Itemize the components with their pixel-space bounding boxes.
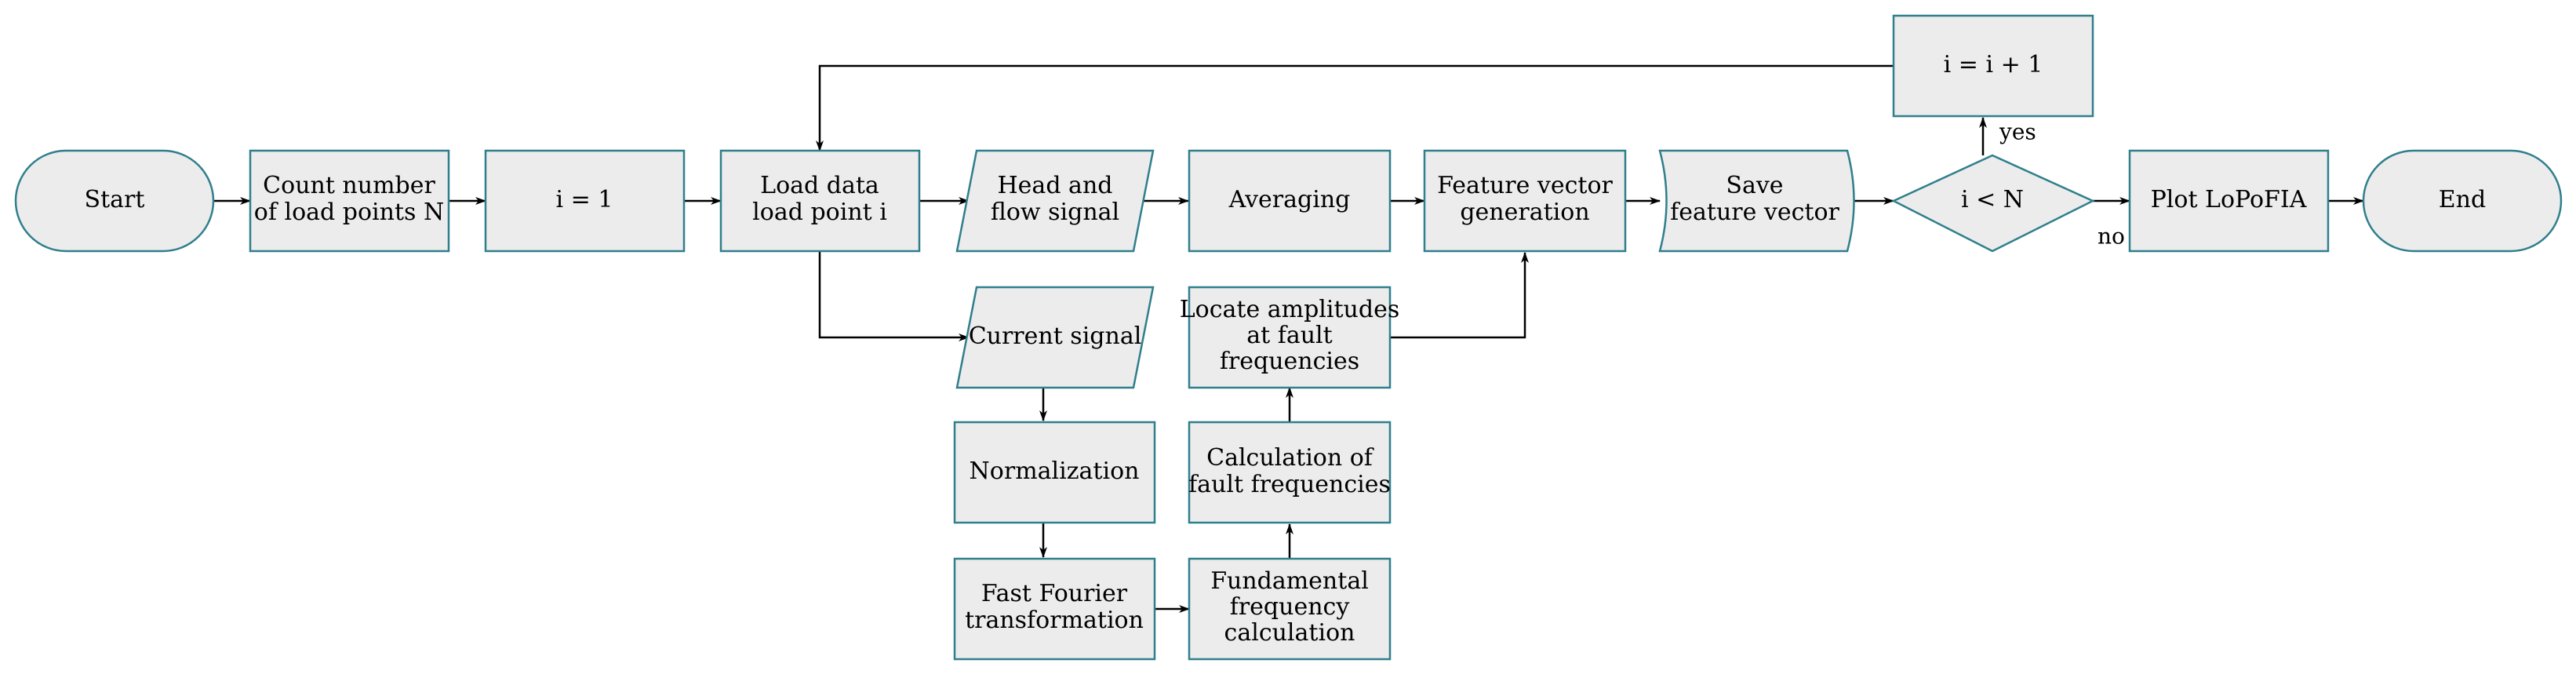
node-increment: i = i + 1 bbox=[1892, 14, 2094, 118]
node-locate-label-line2: at fault bbox=[1246, 322, 1332, 349]
node-calcfault-label-line2: fault frequencies bbox=[1188, 471, 1391, 498]
node-load-label-line1: Load data bbox=[760, 172, 879, 199]
node-decision: i < N bbox=[1891, 154, 2095, 253]
node-headflow-label-line2: flow signal bbox=[991, 199, 1119, 226]
node-end: End bbox=[2362, 149, 2563, 253]
node-plot-label: Plot LoPoFIA bbox=[2151, 186, 2307, 213]
node-calcfault-label-line1: Calculation of bbox=[1206, 444, 1374, 472]
node-init: i = 1 bbox=[484, 149, 686, 253]
node-load-data: Load data load point i bbox=[719, 149, 921, 253]
node-headflow-label-line1: Head and bbox=[998, 172, 1113, 199]
arrow-locate-to-feature bbox=[1390, 252, 1529, 339]
connectors bbox=[213, 64, 2364, 613]
node-current-signal: Current signal bbox=[955, 286, 1155, 389]
node-start: Start bbox=[14, 149, 215, 253]
node-feature-label-line2: generation bbox=[1460, 199, 1589, 226]
node-save-label-line1: Save bbox=[1726, 172, 1783, 199]
node-head-flow-signal: Head and flow signal bbox=[955, 149, 1155, 253]
node-count-load-points: Count number of load points N bbox=[249, 149, 450, 253]
node-fft: Fast Fourier transformation bbox=[953, 557, 1156, 661]
node-fundamental-label-line1: Fundamental bbox=[1210, 567, 1369, 595]
node-averaging-label: Averaging bbox=[1228, 186, 1351, 213]
node-save-label-line2: feature vector bbox=[1670, 199, 1839, 226]
node-fft-label-line1: Fast Fourier bbox=[981, 580, 1128, 607]
node-locate-amplitudes: Locate amplitudes at fault frequencies bbox=[1180, 286, 1399, 389]
node-locate-label-line3: frequencies bbox=[1220, 348, 1359, 375]
node-fundamental-label-line3: calculation bbox=[1224, 619, 1355, 647]
node-decision-label: i < N bbox=[1961, 186, 2024, 213]
arrow-load-to-current bbox=[818, 251, 970, 341]
node-init-label: i = 1 bbox=[556, 186, 613, 213]
node-current-label: Current signal bbox=[969, 323, 1142, 350]
arrow-increment-to-load bbox=[816, 64, 1894, 151]
node-save-feature-vector: Save feature vector bbox=[1658, 149, 1855, 253]
node-end-label: End bbox=[2439, 186, 2486, 213]
node-fft-label-line2: transformation bbox=[965, 607, 1144, 634]
node-locate-label-line1: Locate amplitudes bbox=[1180, 296, 1399, 323]
node-calculation-fault-frequencies: Calculation of fault frequencies bbox=[1188, 421, 1392, 524]
node-plot: Plot LoPoFIA bbox=[2128, 149, 2330, 253]
node-feature-label-line1: Feature vector bbox=[1437, 172, 1613, 199]
node-feature-generation: Feature vector generation bbox=[1423, 149, 1627, 253]
edge-label-no: no bbox=[2098, 224, 2125, 250]
node-normalization-label: Normalization bbox=[970, 457, 1140, 485]
node-increment-label: i = i + 1 bbox=[1944, 51, 2043, 78]
node-start-label: Start bbox=[85, 186, 145, 213]
node-fundamental-frequency: Fundamental frequency calculation bbox=[1188, 557, 1392, 661]
node-load-label-line2: load point i bbox=[752, 199, 887, 226]
node-normalization: Normalization bbox=[953, 421, 1156, 524]
node-fundamental-label-line2: frequency bbox=[1230, 593, 1350, 621]
node-count-label-line1: Count number bbox=[263, 172, 435, 199]
edge-label-yes: yes bbox=[1999, 119, 2036, 145]
node-count-label-line2: of load points N bbox=[254, 199, 444, 226]
node-averaging: Averaging bbox=[1188, 149, 1392, 253]
